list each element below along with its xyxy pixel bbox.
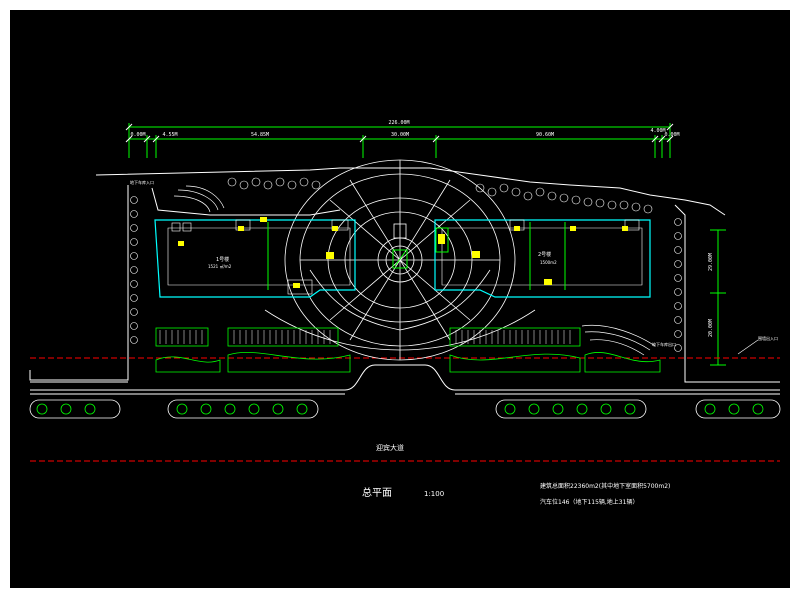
dim-seg-2: 4.55M <box>162 132 177 138</box>
dim-right-lower: 20.00M <box>708 319 714 337</box>
building-2-label: 2号楼 <box>538 251 551 258</box>
street-trees <box>36 403 764 415</box>
building-2 <box>434 219 651 298</box>
street-planters <box>29 399 781 419</box>
dim-seg-1: 0.00M <box>130 132 145 138</box>
tree-row-top <box>227 177 653 214</box>
central-plaza <box>264 159 536 361</box>
ramp-right <box>581 324 656 356</box>
ramp-left <box>173 185 225 213</box>
parking-stalls <box>159 330 571 344</box>
parking-right-1 <box>449 327 661 373</box>
dim-right-upper: 29.00M <box>708 253 714 271</box>
left-entry-note: 地下车库入口 <box>130 179 154 185</box>
building-2-area: 1500m2 <box>540 260 557 265</box>
parking-left-1 <box>155 327 351 373</box>
right-gate-note: 围墙出入口 <box>758 335 778 341</box>
tree-column-right <box>674 218 682 352</box>
dim-seg-5: 90.60M <box>536 132 554 138</box>
road-name: 迎宾大道 <box>376 443 404 452</box>
building-1 <box>154 217 356 298</box>
site-plan-svg: 226.00M 0.00M 4.55M 54.85M 30.00M 90.60M… <box>29 120 781 506</box>
dim-seg-4: 30.00M <box>391 132 409 138</box>
dim-seg-3: 54.85M <box>251 132 269 138</box>
dim-seg-6: 4.00M <box>650 128 665 134</box>
building-1-label: 1号楼 <box>216 256 229 263</box>
building-area-note: 建筑总面积22360m2(其中地下室面积5700m2) <box>540 482 670 490</box>
right-entry-note: 地下车库出口 <box>652 341 676 347</box>
dim-seg-7: 0.00M <box>664 132 679 138</box>
drawing-title: 总平面 <box>362 486 392 499</box>
plaza-center-feature <box>392 223 408 269</box>
tree-column-left <box>130 196 138 344</box>
site-boundary <box>29 167 780 391</box>
drawing-scale: 1:100 <box>424 490 444 498</box>
dimension-vertical <box>710 229 726 366</box>
building-1-area: 1521 ㎡/m2 <box>208 263 232 269</box>
property-line <box>30 357 780 462</box>
parking-note: 汽车位146（地下115辆,地上31辆） <box>540 498 638 506</box>
cad-drawing-canvas: 226.00M 0.00M 4.55M 54.85M 30.00M 90.60M… <box>10 10 790 588</box>
dimension-chain <box>128 123 671 158</box>
dim-overall: 226.00M <box>388 120 409 126</box>
